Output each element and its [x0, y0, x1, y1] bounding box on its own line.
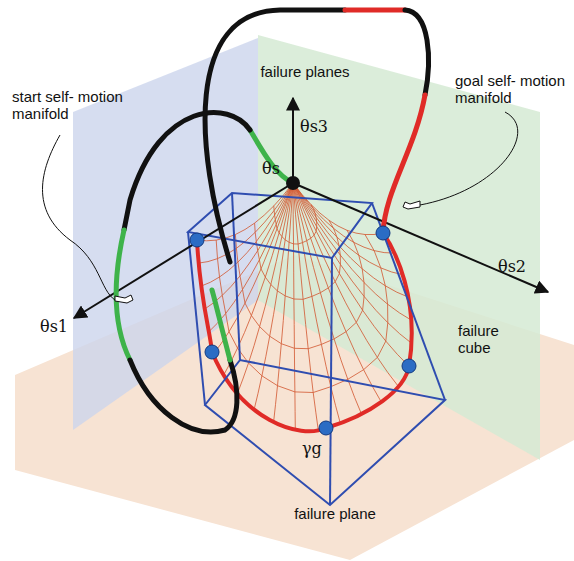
manifold-label: goal self- motion manifold: [455, 72, 567, 106]
path-curve: [205, 10, 428, 262]
mesh-line: [293, 183, 318, 430]
failure-cube-outline: [188, 193, 445, 505]
sample-dots: [190, 226, 416, 435]
origin-dot: [286, 176, 300, 190]
mesh-ring: [274, 205, 317, 245]
mesh-ring: [216, 235, 388, 393]
mesh-line: [293, 183, 295, 430]
mesh-line: [274, 183, 293, 422]
mesh-ring: [235, 230, 364, 348]
mesh-line: [209, 183, 293, 332]
leader-lines: [43, 112, 518, 300]
axis-label: θs2: [498, 258, 526, 275]
mesh-line: [293, 183, 399, 387]
mesh-line: [293, 183, 362, 414]
mesh-line: [293, 183, 383, 235]
axes: [74, 98, 548, 318]
mesh-line: [224, 183, 293, 375]
manifold-label: start self- motion manifold: [12, 88, 124, 122]
axis-label: θs1: [40, 318, 68, 335]
cube-label: failure cube: [458, 322, 528, 356]
mesh-line: [293, 183, 403, 275]
axis-label: θs3: [300, 118, 328, 135]
curve-label: γg: [302, 440, 322, 457]
pointer-hands: [115, 201, 420, 303]
start-manifold-curve: [116, 113, 293, 432]
mesh-ring: [255, 220, 341, 299]
mesh-line: [293, 183, 409, 366]
plane-label: failure planes: [240, 63, 370, 80]
plane-label: failure plane: [275, 505, 395, 522]
axis-label: θs: [262, 160, 280, 177]
